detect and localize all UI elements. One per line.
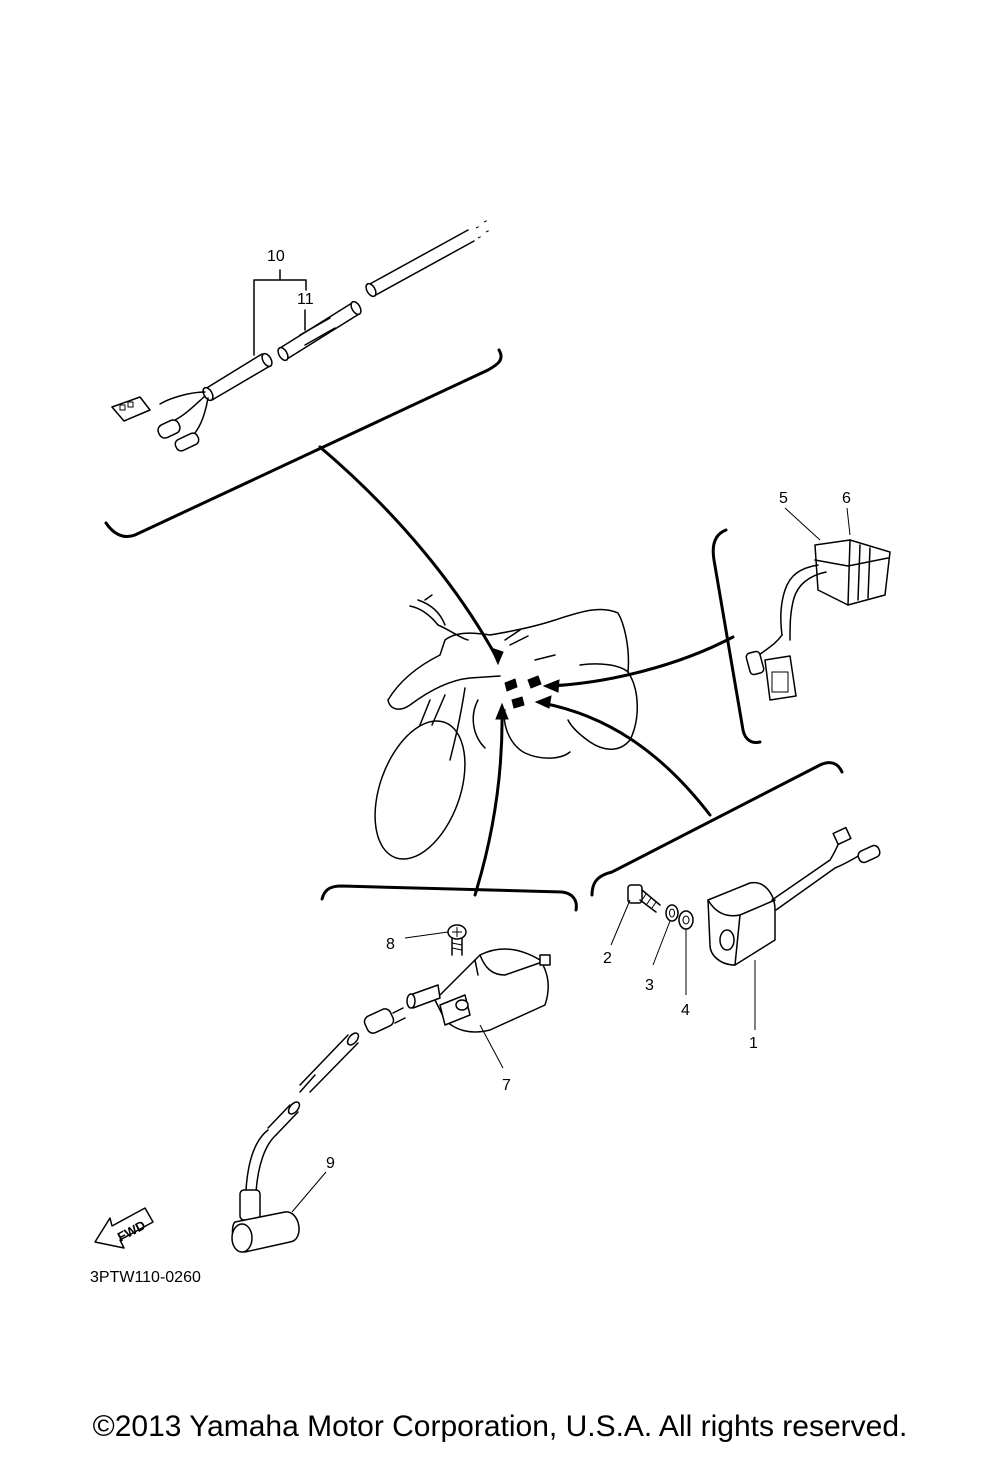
callout-5: 5 (779, 490, 788, 507)
leader-7 (479, 1024, 504, 1069)
callout-4: 4 (681, 1002, 690, 1019)
ignition-coil[interactable] (406, 948, 551, 1033)
wire-harness[interactable] (111, 219, 491, 453)
rectifier-bracket (711, 528, 762, 744)
rectifier-indicator-line (548, 635, 735, 688)
cdi-indicator-line (540, 701, 712, 817)
callout-10: 10 (267, 248, 285, 265)
callout-8: 8 (386, 936, 395, 953)
copyright-text: ©2013 Yamaha Motor Corporation, U.S.A. A… (92, 1410, 908, 1443)
callout-11: 11 (297, 291, 314, 308)
harness-indicator-line (318, 445, 500, 662)
leader-3 (652, 920, 671, 966)
callout-2: 2 (603, 950, 612, 967)
spark-plug-cap[interactable] (231, 1189, 300, 1253)
callout-6: 6 (842, 490, 851, 507)
coil-bracket (320, 884, 578, 912)
callout-9: 9 (326, 1155, 335, 1172)
lock-washer-3[interactable] (665, 904, 679, 922)
screw-8[interactable] (447, 924, 467, 956)
leader-8 (404, 931, 449, 939)
callout-1: 1 (749, 1035, 758, 1052)
washer-4[interactable] (678, 910, 694, 930)
callout-3: 3 (645, 977, 654, 994)
motorcycle-outline (374, 594, 638, 860)
coil-indicator-line (473, 708, 504, 897)
cdi-bracket (590, 761, 844, 897)
callout-7: 7 (502, 1077, 511, 1094)
leader-9 (291, 1171, 327, 1213)
leader-6 (846, 507, 851, 536)
diagram-code: 3PTW110-0260 (90, 1269, 201, 1286)
cdi-unit[interactable] (707, 826, 882, 966)
leader-2 (610, 899, 631, 946)
bolt-2[interactable] (627, 884, 661, 913)
harness-bracket (104, 348, 503, 538)
forward-arrow-icon: FWD (94, 1207, 154, 1249)
leader-5 (784, 507, 821, 541)
rectifier-regulator[interactable] (745, 539, 891, 701)
high-tension-cord[interactable] (245, 1007, 406, 1193)
